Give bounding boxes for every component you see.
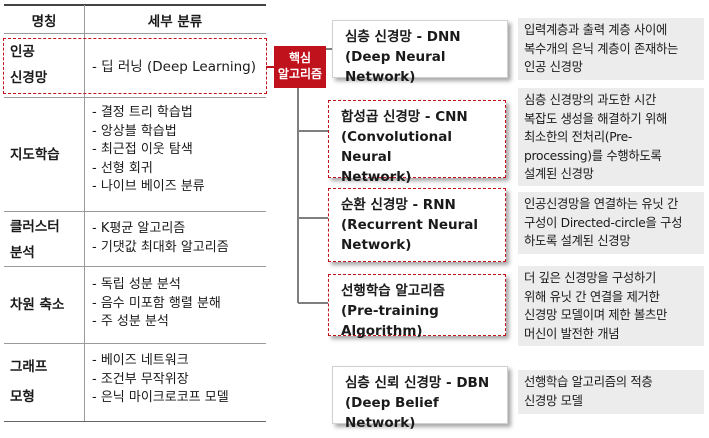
algo-title-line: (Deep Neural Network)	[345, 49, 446, 85]
desc-line: 신경망 모델	[524, 393, 583, 408]
header-name: 명칭	[31, 14, 57, 30]
desc-line: 입력계층과 출력 계층 사이에	[524, 23, 667, 37]
category-items: - K평균 알고리즘 - 기댓값 최대화 알고리즘	[92, 220, 229, 257]
desc-line: processing)를 수행하도록	[524, 148, 662, 163]
category-items: - 베이즈 네트워크 - 조건부 무작위장 - 은닉 마이크로코프 모델	[92, 352, 229, 408]
row-rule	[4, 266, 266, 267]
connector-branch	[326, 48, 332, 50]
table-bottom-rule	[4, 421, 266, 422]
desc-line: 복수개의 은닉 계층이 존재하는	[524, 41, 678, 56]
list-item: - 음수 미포함 행렬 분해	[92, 295, 221, 311]
algo-title-line: 심층 신뢰 신경망 - DBN	[345, 375, 490, 391]
table-top-rule	[4, 4, 266, 6]
list-item: - 조건부 무작위장	[92, 371, 189, 387]
category-name-line: 그래프	[10, 359, 48, 375]
algo-desc-cnn: 심층 신경망의 과도한 시간 복잡도 생성을 해결하기 위해 최소한의 전처리(…	[518, 88, 704, 186]
list-item: - 나이브 베이즈 분류	[92, 179, 205, 194]
category-name: 차원 축소	[10, 297, 65, 313]
list-item: - 최근접 이웃 탐색	[92, 142, 193, 157]
algo-desc-pretraining: 더 깊은 신경망을 구성하기 위해 유닛 간 연결을 제거한 신경망 모델이며 …	[518, 266, 704, 346]
list-item: - 선형 회귀	[92, 160, 153, 176]
desc-line: 최소한의 전처리(Pre-	[524, 130, 632, 144]
row-rule	[4, 211, 266, 212]
desc-line: 머신이 발전한 개념	[524, 326, 620, 341]
connector-branch	[298, 217, 328, 219]
desc-line: 선행학습 알고리즘의 적층	[524, 375, 653, 389]
algo-box-dnn: 심층 신경망 - DNN (Deep Neural Network)	[332, 20, 508, 85]
category-item: - 딥 러닝 (Deep Learning)	[92, 59, 257, 75]
connector-trunk	[297, 88, 299, 303]
algo-title-line: Network)	[341, 237, 412, 253]
list-item: - 주 성분 분석	[92, 314, 169, 329]
list-item: - 결정 트리 학습법	[92, 105, 193, 120]
algo-title-line: (Recurrent Neural	[341, 217, 479, 233]
header-detail: 세부 분류	[147, 14, 203, 30]
row-rule	[4, 97, 266, 98]
algo-desc-dbn: 선행학습 알고리즘의 적층 신경망 모델	[518, 370, 704, 414]
algo-box-cnn: 합성곱 신경망 - CNN (Convolutional Neural Netw…	[328, 100, 506, 185]
algo-title-line: Network)	[341, 169, 412, 185]
column-divider	[84, 5, 85, 421]
core-algorithm-badge: 핵심 알고리즘	[274, 46, 326, 88]
row-rule	[4, 343, 266, 344]
algo-title-line: 심층 신경망 - DNN	[345, 29, 461, 45]
desc-line: 인공 신경망	[524, 60, 583, 74]
list-item: - 앙상블 학습법	[92, 123, 177, 139]
category-name-line: 신경망	[10, 70, 48, 86]
category-name-line: 클러스터	[10, 219, 60, 235]
desc-line: 구성이 Directed-circle을 구성	[524, 215, 683, 230]
list-item: - 독립 성분 분석	[92, 277, 181, 292]
category-name: 인공 신경망	[10, 39, 47, 91]
list-item: - K평균 알고리즘	[92, 221, 186, 236]
core-link-line	[266, 66, 274, 68]
desc-line: 하도록 설계된 신경망	[524, 234, 631, 248]
header-rule	[4, 33, 266, 34]
category-name: 그래프 모형	[10, 352, 47, 412]
connector-branch	[298, 130, 328, 132]
algo-desc-dnn: 입력계층과 출력 계층 사이에 복수개의 은닉 계층이 존재하는 인공 신경망	[518, 18, 704, 80]
algo-box-rnn: 순환 신경망 - RNN (Recurrent Neural Network)	[328, 188, 506, 262]
desc-line: 더 깊은 신경망을 구성하기	[524, 271, 656, 285]
algo-desc-rnn: 인공신경망을 연결하는 유닛 간 구성이 Directed-circle을 구성…	[518, 192, 704, 254]
desc-line: 설계된 신경망	[524, 167, 594, 181]
list-item: - 은닉 마이크로코프 모델	[92, 390, 229, 405]
algo-title-line: 합성곱 신경망 - CNN	[341, 109, 468, 125]
list-item: - 기댓값 최대화 알고리즘	[92, 239, 229, 255]
list-item: - 베이즈 네트워크	[92, 353, 189, 368]
algo-title-line: (Convolutional Neural	[341, 129, 452, 165]
algo-box-dbn: 심층 신뢰 신경망 - DBN (Deep Belief Network)	[332, 366, 508, 431]
category-name-line: 분석	[10, 245, 35, 261]
algo-title-line: 선행학습 알고리즘	[341, 283, 446, 299]
core-label-line: 핵심	[288, 51, 312, 65]
category-name-line: 인공	[10, 44, 35, 60]
desc-line: 복잡도 생성을 해결하기 위해	[524, 111, 667, 126]
category-name-line: 모형	[10, 389, 35, 405]
algo-title-line: (Pre-training Algorithm)	[341, 303, 439, 339]
connector-branch	[298, 302, 328, 304]
category-items: - 결정 트리 학습법 - 앙상블 학습법 - 최근접 이웃 탐색 - 선형 회…	[92, 104, 205, 197]
category-name: 지도학습	[10, 147, 60, 163]
algo-title-line: (Deep Belief Network)	[345, 395, 439, 431]
desc-line: 심층 신경망의 과도한 시간	[524, 93, 656, 107]
core-label-line: 알고리즘	[277, 67, 323, 81]
desc-line: 신경망 모델이며 제한 볼츠만	[524, 308, 667, 322]
desc-line: 인공신경망을 연결하는 유닛 간	[524, 197, 678, 211]
desc-line: 위해 유닛 간 연결을 제거한	[524, 289, 660, 304]
algo-title-line: 순환 신경망 - RNN	[341, 197, 456, 213]
algo-box-pretraining: 선행학습 알고리즘 (Pre-training Algorithm)	[328, 274, 506, 339]
category-name: 클러스터 분석	[10, 214, 60, 266]
category-items: - 독립 성분 분석 - 음수 미포함 행렬 분해 - 주 성분 분석	[92, 276, 221, 332]
